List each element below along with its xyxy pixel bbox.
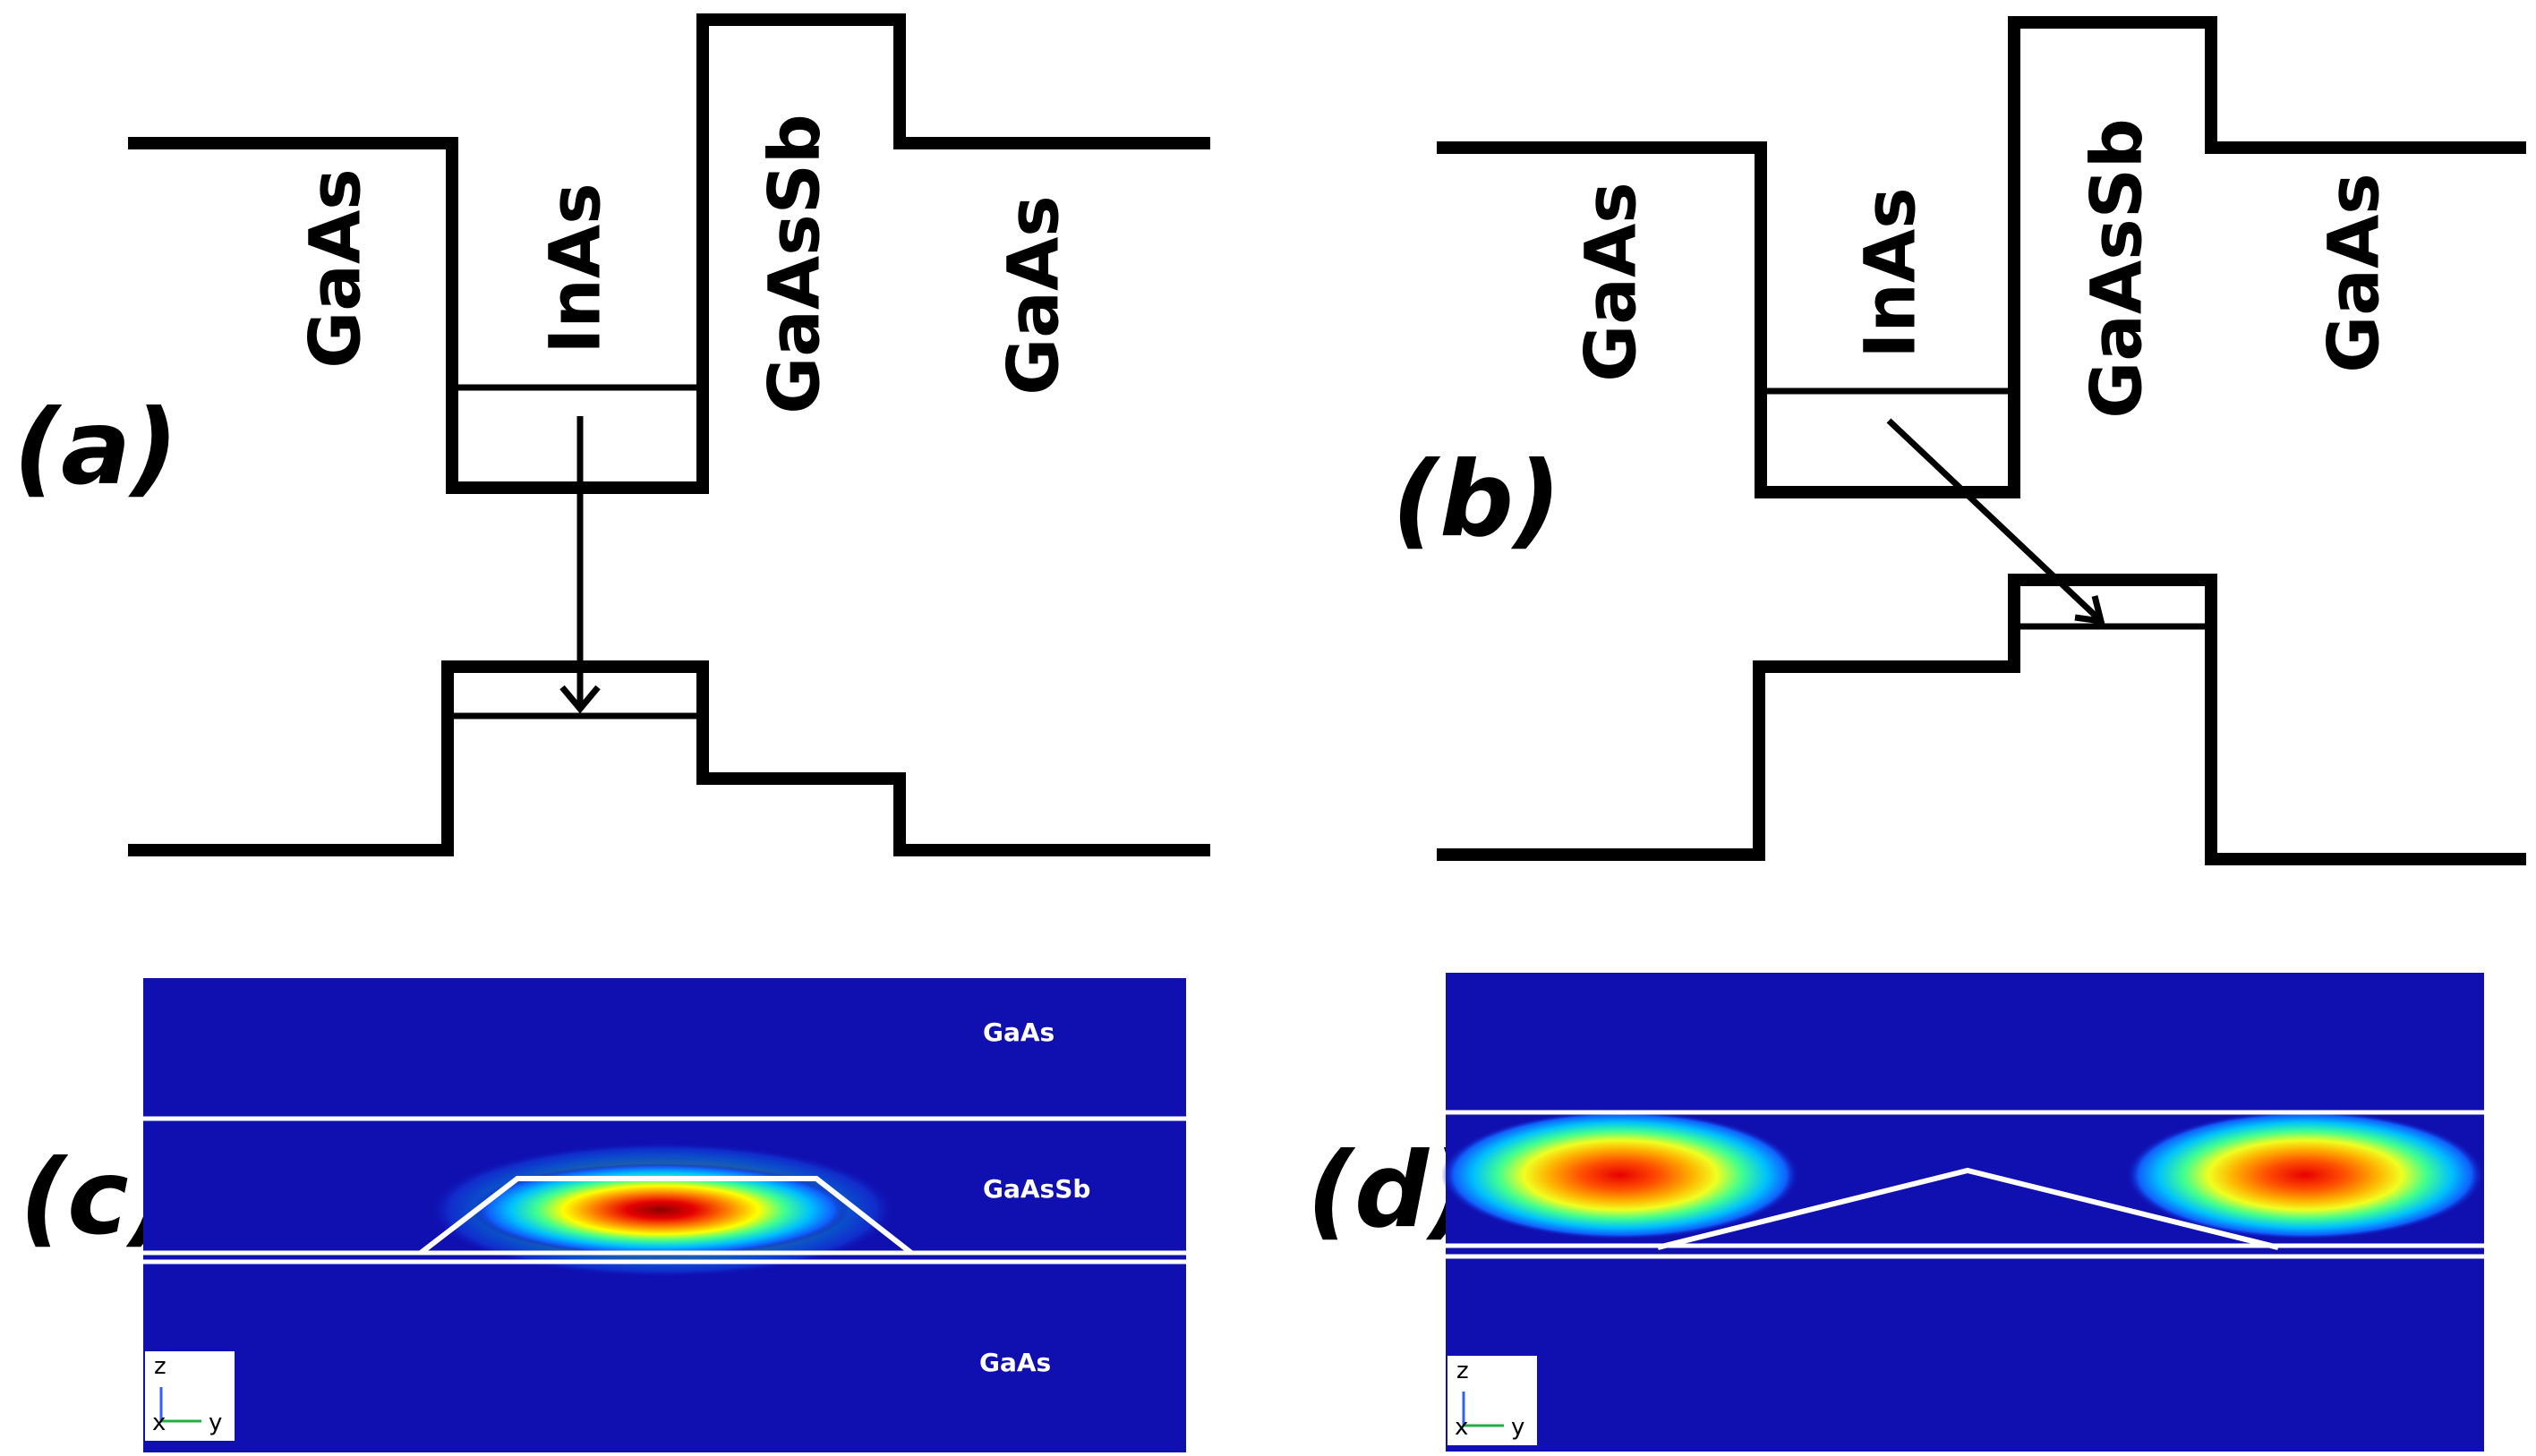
axis-x-d: x [1455,1414,1468,1441]
axis-y-c: y [209,1409,222,1436]
hole-density-left-d [1441,1111,1799,1239]
layer-label-b-1: GaAs [1571,182,1652,381]
layer-label-a-3: GaAsSb [755,114,835,413]
axis-z-d: z [1456,1358,1469,1384]
axis-y-d: y [1511,1414,1524,1441]
region-label-c-1: GaAs [983,1017,1055,1047]
panel-b: (b) GaAs InAs GaAsSb GaAs [1392,16,2526,865]
axis-triad-d: z x y [1447,1356,1537,1445]
layer-label-a-4: GaAs [994,195,1074,395]
quantum-dot-outline-c [419,1176,913,1256]
layer-label-b-2: InAs [1850,187,1931,358]
panel-a: (a) GaAs InAs GaAsSb GaAs [13,13,1210,856]
transition-arrow-b [1886,418,2105,626]
conduction-band-b [1437,16,2526,498]
axis-triad-c: z x y [145,1351,235,1441]
conduction-band-a [128,13,1210,494]
panel-c: (c) GaAs GaAsSb GaAs z x y [20,978,1186,1452]
layer-label-b-4: GaAs [2314,173,2395,372]
layer-label-b-3: GaAsSb [2077,118,2157,418]
quantum-dot-outline-d [1657,1167,2279,1250]
valence-band-a [128,660,1210,856]
hole-density-right-d [2126,1111,2484,1239]
layer-label-a-1: GaAs [295,168,376,368]
axis-x-c: x [152,1409,166,1436]
panel-label-a: (a) [13,387,178,508]
region-label-c-3: GaAs [979,1348,1051,1377]
axis-z-c: z [154,1353,167,1380]
region-label-c-2: GaAsSb [983,1174,1090,1204]
electron-density-c [473,1163,849,1256]
panel-d: (d) z x y [1307,973,2484,1452]
transition-arrow-a [559,416,601,714]
layer-label-a-2: InAs [535,183,616,353]
panel-label-b: (b) [1392,439,1561,560]
valence-band-b [1437,574,2526,865]
